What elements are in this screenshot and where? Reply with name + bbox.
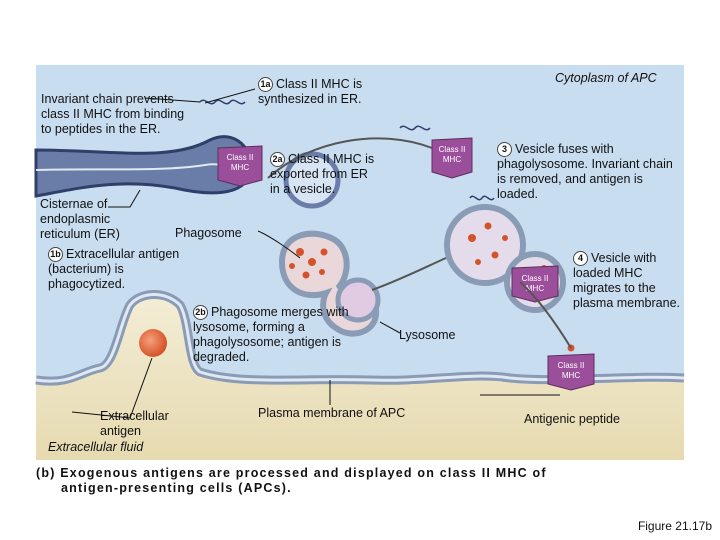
label-leader-lines [71, 88, 560, 419]
step-3-badge: 3 [497, 142, 512, 157]
step-1b-text: Extracellular antigen (bacterium) is pha… [48, 247, 180, 291]
step-2b-text: Phagosome merges with lysosome, forming … [193, 305, 349, 364]
extracellular-antigen-blob [139, 329, 167, 357]
svg-text:MHC: MHC [526, 284, 544, 293]
step-1b-badge: 1b [48, 247, 63, 262]
step-2a-badge: 2a [270, 152, 285, 167]
lysosome-label: Lysosome [399, 328, 456, 342]
phagolysosome-antigen-fragments [468, 222, 508, 265]
step-4-text: Vesicle with loaded MHC migrates to the … [573, 251, 680, 310]
mhc-molecule-loaded: Class II MHC [511, 265, 559, 303]
antigenic-peptide-label: Antigenic peptide [524, 412, 620, 426]
extracellular-fluid-region [36, 294, 684, 460]
caption-line-2: antigen-presenting cells (APCs). [61, 481, 292, 495]
step-3-text: Vesicle fuses with phagolysosome. Invari… [497, 142, 673, 201]
svg-text:Class II: Class II [439, 145, 466, 154]
figure-number: Figure 21.17b [637, 519, 712, 533]
svg-text:Class II: Class II [522, 274, 549, 283]
svg-text:MHC: MHC [231, 163, 249, 172]
step-1a-text: Class II MHC is synthesized in ER. [258, 77, 363, 106]
extracellular-antigen-label: Extracellular antigen [100, 409, 169, 438]
step-1a-badge: 1a [258, 77, 273, 92]
svg-text:MHC: MHC [443, 155, 461, 164]
phagolysosome [444, 204, 526, 286]
process-arrows [267, 137, 572, 349]
svg-text:Class II: Class II [558, 361, 585, 370]
mhc-molecule-er: Class II MHC [217, 145, 263, 187]
invariant-chain-label: Invariant chain prevents class II MHC fr… [41, 92, 185, 136]
caption-tag: (b) [36, 466, 56, 480]
step-4-badge: 4 [573, 251, 588, 266]
mhc-molecule-vesicle: Class II MHC [431, 137, 473, 179]
er-cisternae-label: Cisternae of endoplasmic reticulum (ER) [40, 197, 120, 241]
er-vesicle [283, 151, 341, 209]
step-2a-text: Class II MHC is exported from ER in a ve… [270, 152, 375, 196]
plasma-membrane-label: Plasma membrane of APC [258, 406, 406, 420]
cytoplasm-label: Cytoplasm of APC [555, 71, 657, 85]
svg-text:MHC: MHC [562, 371, 580, 380]
step-2b-badge: 2b [193, 305, 208, 320]
extracellular-fluid-label: Extracellular fluid [48, 440, 144, 454]
svg-text:Class II: Class II [227, 153, 254, 162]
figure-caption: (b) Exogenous antigens are processed and… [36, 466, 616, 496]
lysosome [335, 277, 381, 323]
phagosome-label: Phagosome [175, 226, 242, 240]
caption-line-1: Exogenous antigens are processed and dis… [60, 466, 547, 480]
